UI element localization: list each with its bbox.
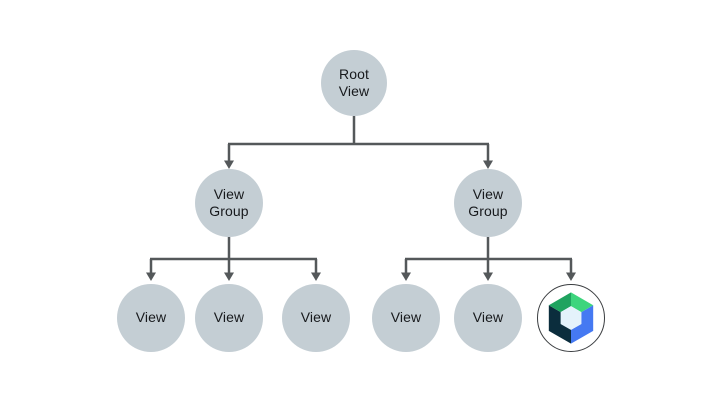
arrowhead-icon xyxy=(311,272,321,281)
node-label: Root View xyxy=(338,65,370,99)
node-label: View Group xyxy=(209,185,249,219)
node-compose-leaf xyxy=(537,284,605,352)
node-label: View xyxy=(135,309,167,326)
node-label: View Group xyxy=(468,185,508,219)
arrowhead-icon xyxy=(483,272,493,281)
node-view-group-right: View Group xyxy=(454,169,522,237)
node-view-5: View xyxy=(454,284,522,352)
node-view-2: View xyxy=(195,284,263,352)
compose-center-hexagon xyxy=(560,306,582,330)
arrowhead-icon xyxy=(401,272,411,281)
node-label: View xyxy=(472,309,504,326)
node-view-4: View xyxy=(372,284,440,352)
node-label: View xyxy=(300,309,332,326)
arrowhead-icon xyxy=(566,272,576,281)
arrowhead-icon xyxy=(483,160,493,169)
compose-face-blue xyxy=(571,305,594,344)
node-view-3: View xyxy=(282,284,350,352)
node-label: View xyxy=(390,309,422,326)
arrowhead-icon xyxy=(224,272,234,281)
node-label: View xyxy=(213,309,245,326)
jetpack-compose-logo-icon xyxy=(548,292,594,344)
compose-face-green-light xyxy=(571,292,594,313)
compose-face-navy xyxy=(548,305,571,344)
node-root-view: Root View xyxy=(321,50,387,116)
arrowhead-icon xyxy=(224,160,234,169)
connector-path xyxy=(149,116,573,273)
node-view-group-left: View Group xyxy=(195,169,263,237)
node-view-1: View xyxy=(117,284,185,352)
arrowhead-icon xyxy=(146,272,156,281)
compose-face-green-dark xyxy=(548,292,571,313)
